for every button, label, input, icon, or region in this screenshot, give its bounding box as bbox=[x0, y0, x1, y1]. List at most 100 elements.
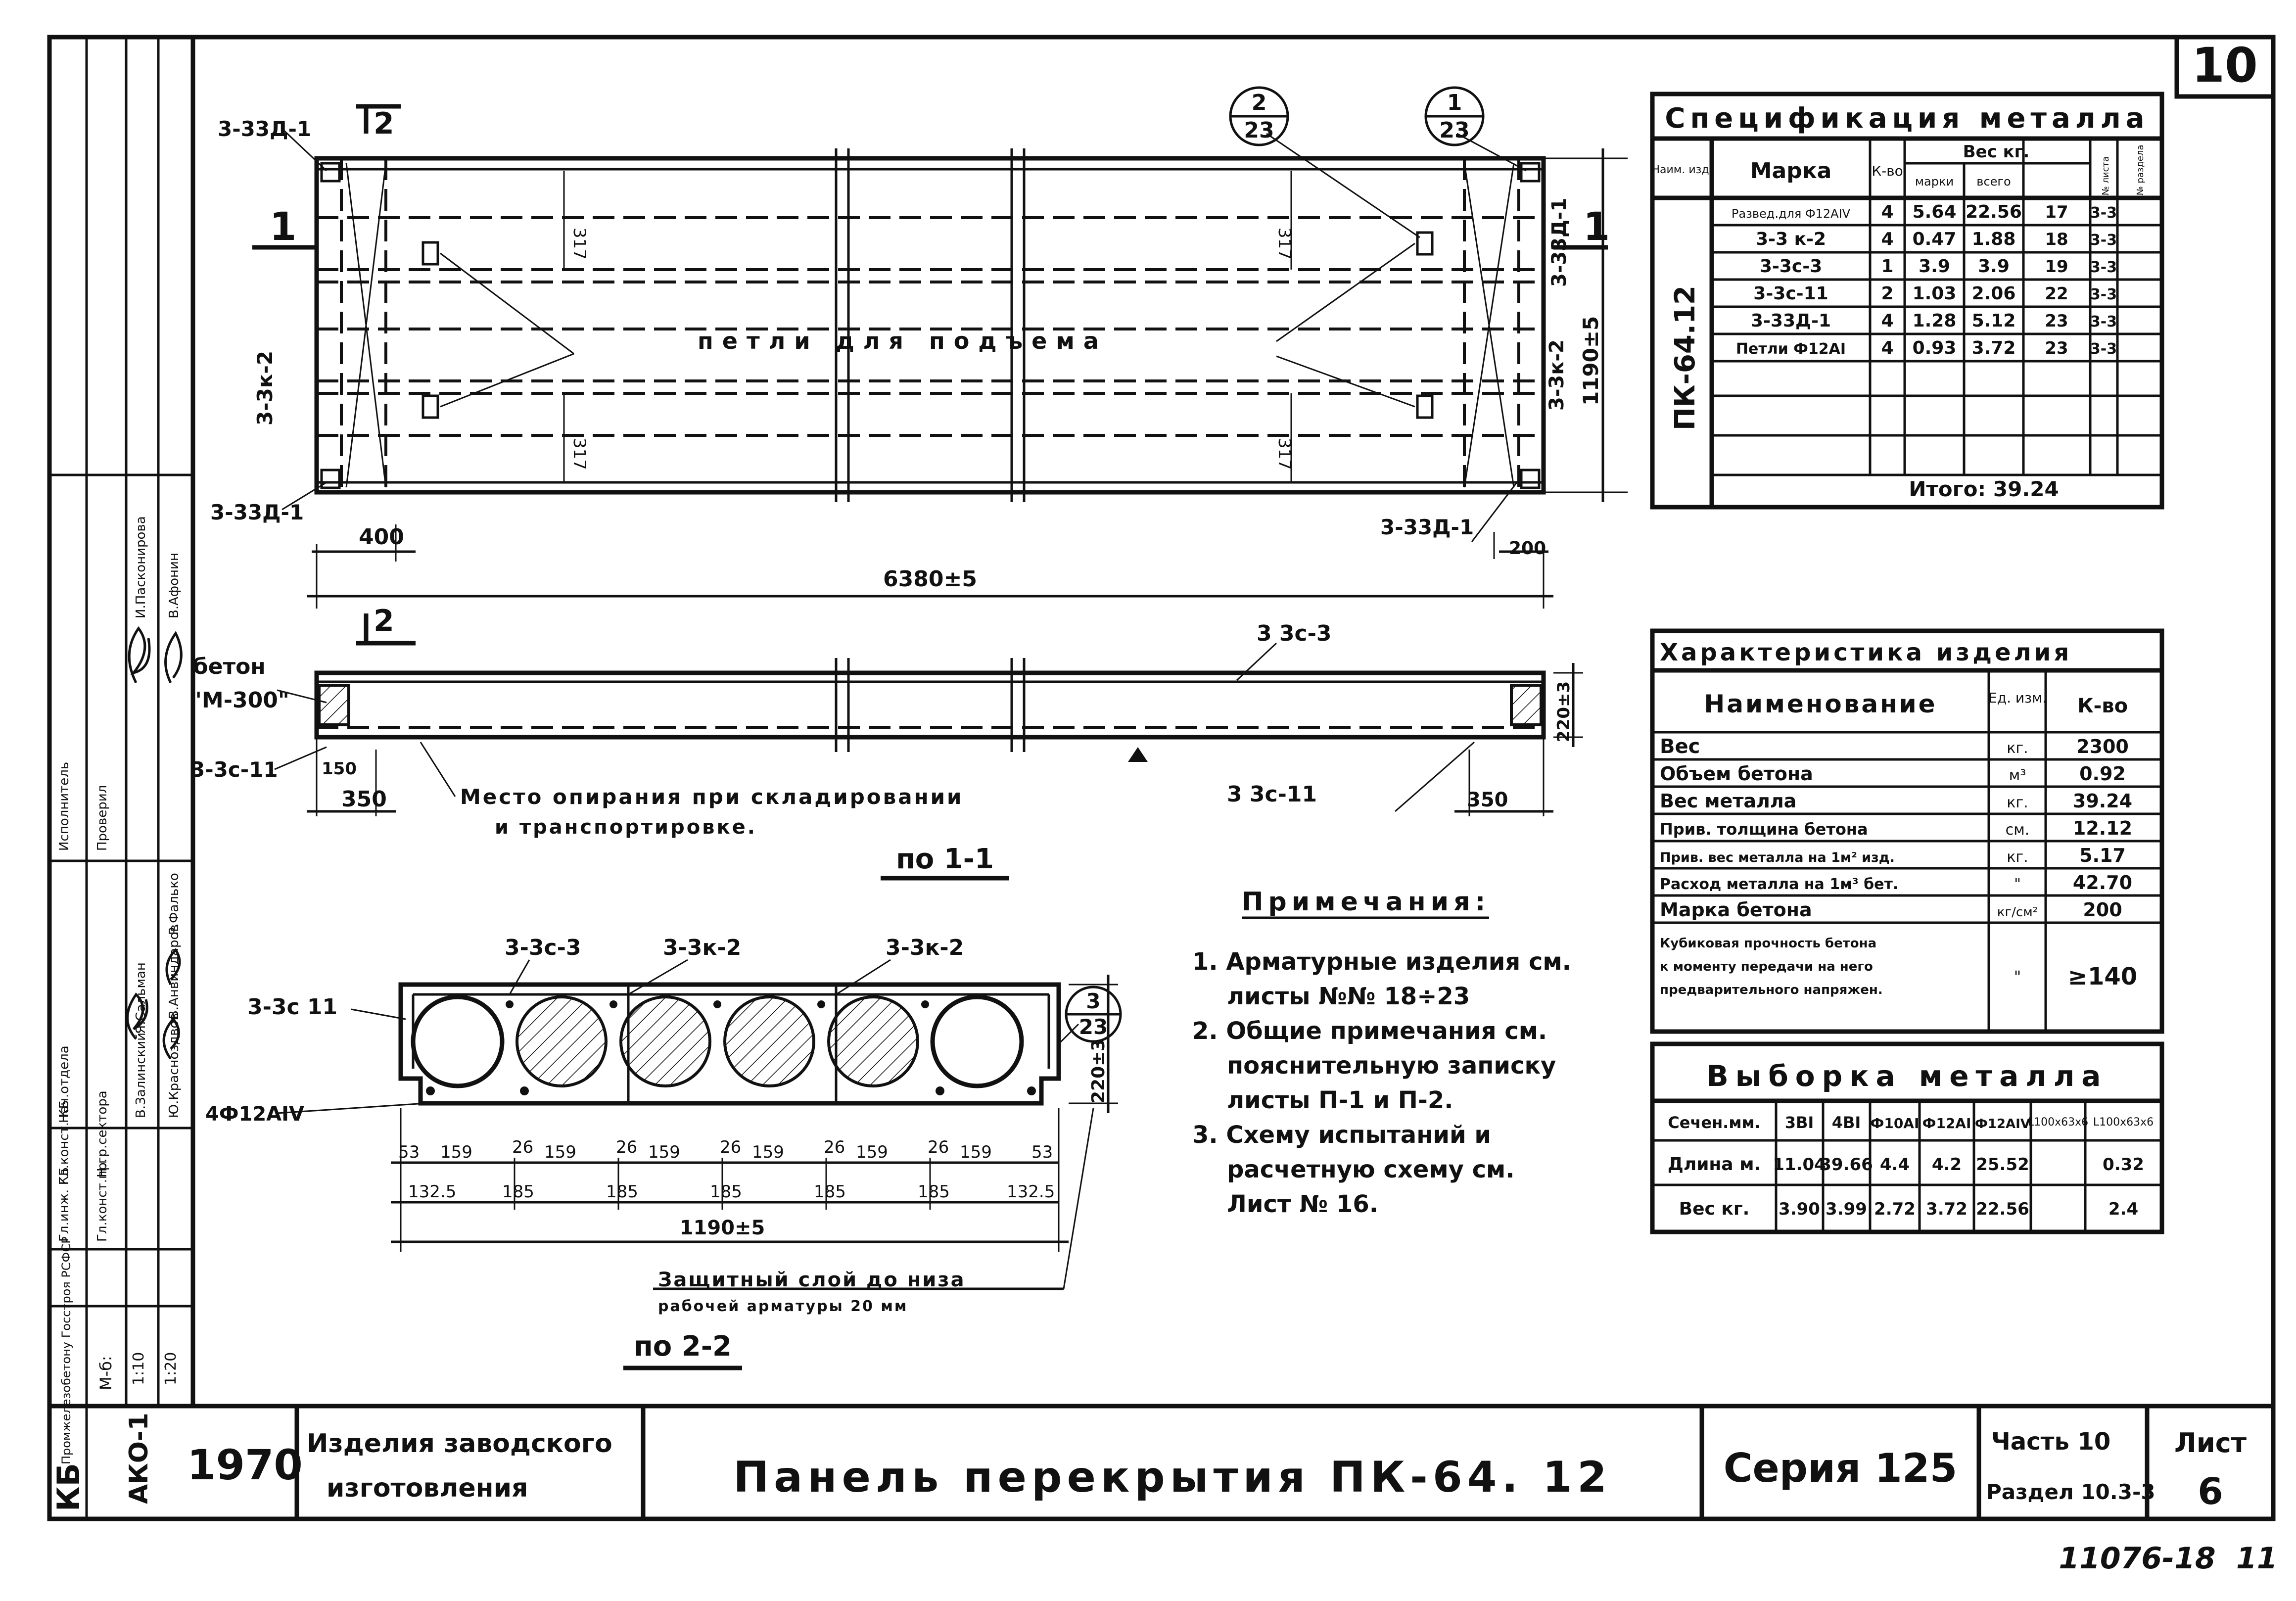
svg-text:Развед.для Ф12АIV: Развед.для Ф12АIV bbox=[1732, 207, 1851, 221]
svg-text:22: 22 bbox=[2045, 284, 2068, 304]
callout-a-top: 2 bbox=[1252, 90, 1267, 115]
plan-mark-right2: 3-3к-2 bbox=[1546, 339, 1568, 411]
svg-text:Исполнитель: Исполнитель bbox=[57, 762, 72, 851]
svg-text:В.Афонин: В.Афонин bbox=[167, 553, 182, 618]
svg-text:4.2: 4.2 bbox=[1932, 1155, 1962, 1175]
svg-text:185: 185 bbox=[606, 1182, 638, 1202]
svg-text:0.93: 0.93 bbox=[1913, 338, 1957, 358]
svg-text:26: 26 bbox=[512, 1137, 533, 1157]
org-short: КБ bbox=[50, 1463, 87, 1511]
support-note-2: и транспортировке. bbox=[495, 816, 757, 839]
svg-text:Гл.инж. КБ: Гл.инж. КБ bbox=[57, 1167, 72, 1242]
svg-text:Марка бетона: Марка бетона bbox=[1660, 899, 1812, 921]
char-row-6: Расход металла на 1м³ бет. " 42.70 bbox=[1660, 872, 2132, 894]
svg-text:Вес металла: Вес металла bbox=[1660, 790, 1796, 812]
list-number: 6 bbox=[2198, 1470, 2223, 1513]
char-col-qty: К-во bbox=[2077, 695, 2128, 717]
spec-total: Итого: 39.24 bbox=[1909, 477, 2059, 501]
year: 1970 bbox=[187, 1441, 303, 1489]
series: Серия 125 bbox=[1724, 1445, 1958, 1491]
cover-note-1: Защитный слой до низа bbox=[658, 1269, 966, 1291]
char-row-1: Вес кг. 2300 bbox=[1660, 735, 2129, 758]
sec22-mark-b: 3-3к-2 bbox=[663, 935, 741, 960]
svg-text:м³: м³ bbox=[2009, 767, 2026, 784]
svg-text:185: 185 bbox=[918, 1182, 950, 1202]
sheet-frame bbox=[47, 35, 2276, 1521]
plan-dim-400: 400 bbox=[359, 524, 404, 550]
spec-table bbox=[1650, 92, 2164, 510]
svg-text:3.90: 3.90 bbox=[1779, 1199, 1820, 1219]
callout-b-bottom: 23 bbox=[1439, 118, 1469, 143]
spec-product: ПК-64.12 bbox=[1669, 285, 1701, 430]
spec-row-6: Петли Ф12АI 4 0.93 3.72 23 3-3 bbox=[1736, 338, 2117, 358]
svg-text:кг.: кг. bbox=[2007, 794, 2028, 811]
svg-text:185: 185 bbox=[710, 1182, 742, 1202]
svg-text:2.06: 2.06 bbox=[1972, 283, 2016, 304]
svg-text:Ф12АIV: Ф12АIV bbox=[1975, 1117, 2030, 1131]
dim-317-d: 317 bbox=[1274, 438, 1294, 470]
footer-code: 11076-18 bbox=[2059, 1541, 2215, 1576]
svg-text:3.72: 3.72 bbox=[1972, 338, 2016, 358]
loops-label: петли для подъема bbox=[698, 328, 1108, 354]
callout-c-bottom: 23 bbox=[1079, 1015, 1108, 1039]
concrete-label-2: "М-300" bbox=[190, 688, 289, 713]
char-rows: Вес кг. 2300 Объем бетона м³ 0.92 Вес ме… bbox=[1660, 735, 2137, 997]
char-col-name: Наименование bbox=[1704, 690, 1937, 718]
svg-text:Гл.конст. КБ: Гл.конст. КБ bbox=[57, 1100, 72, 1185]
vyb-title: Выборка металла bbox=[1707, 1059, 2108, 1093]
char-row-4: Прив. толщина бетона см. 12.12 bbox=[1660, 817, 2132, 839]
svg-text:2300: 2300 bbox=[2076, 736, 2129, 757]
left-title-strip bbox=[49, 37, 193, 1519]
spec-rows: Развед.для Ф12АIV 4 5.64 22.56 17 3-3 3-… bbox=[1732, 202, 2117, 358]
char-row-2: Объем бетона м³ 0.92 bbox=[1660, 763, 2126, 785]
vyb-row-length: Длина м. 11.04 39.66 4.4 4.2 25.52 0.32 bbox=[1668, 1154, 2144, 1175]
main-title: Панель перекрытия ПК-64. 12 bbox=[733, 1453, 1612, 1502]
plan-view bbox=[252, 104, 1628, 646]
vyb-header-row: Сечен.мм. 3ВI 4ВI Ф10АI Ф12АI Ф12АIV L10… bbox=[1668, 1113, 2154, 1132]
spec-col-weight: Вес кг. bbox=[1963, 142, 2030, 162]
svg-text:0.32: 0.32 bbox=[2103, 1155, 2144, 1175]
svg-text:159: 159 bbox=[960, 1142, 992, 1162]
svg-text:3-3 к-2: 3-3 к-2 bbox=[1756, 229, 1826, 249]
svg-text:39.24: 39.24 bbox=[2073, 790, 2132, 812]
sec11-dim-350-left: 350 bbox=[341, 787, 387, 812]
title-left-2: изготовления bbox=[327, 1473, 528, 1503]
callout-node-c bbox=[1065, 986, 1122, 1043]
plan-mark-br: 3-33Д-1 bbox=[1380, 515, 1474, 539]
org-name: Промжелезобетону Госстроя РСФСР bbox=[59, 1236, 73, 1464]
svg-text:Нач.отдела: Нач.отдела bbox=[57, 1045, 72, 1123]
note-3-line-3: Лист № 16. bbox=[1227, 1190, 1378, 1218]
plan-dim-length: 6380±5 bbox=[883, 566, 977, 592]
spec-row-1: Развед.для Ф12АIV 4 5.64 22.56 17 3-3 bbox=[1732, 202, 2117, 222]
svg-text:3-3: 3-3 bbox=[2090, 232, 2117, 249]
svg-text:200: 200 bbox=[2083, 899, 2122, 921]
svg-text:26: 26 bbox=[720, 1137, 741, 1157]
svg-text:3.9: 3.9 bbox=[1919, 256, 1950, 277]
sec11-label: по 1-1 bbox=[896, 843, 994, 875]
svg-text:185: 185 bbox=[502, 1182, 534, 1202]
svg-text:Объем бетона: Объем бетона bbox=[1660, 763, 1813, 785]
notes-title: Примечания: bbox=[1242, 887, 1490, 917]
svg-text:159: 159 bbox=[856, 1142, 888, 1162]
sec11-mark-right: 3 3с-11 bbox=[1227, 782, 1317, 807]
svg-text:132.5: 132.5 bbox=[1007, 1182, 1055, 1202]
char-row-8: Кубиковая прочность бетона к моменту пер… bbox=[1660, 936, 2137, 997]
section: Раздел 10.3-3 bbox=[1986, 1480, 2155, 1504]
svg-text:Р.Фалько: Р.Фалько bbox=[167, 873, 182, 935]
plan-mark-bl: 3-33Д-1 bbox=[210, 500, 304, 524]
char-row-5: Прив. вес металла на 1м² изд. кг. 5.17 bbox=[1660, 845, 2126, 866]
svg-text:25.52: 25.52 bbox=[1976, 1155, 2029, 1175]
plan-cut1-right: 1 bbox=[1583, 205, 1610, 249]
spec-col-list: № листа bbox=[2101, 156, 2111, 195]
svg-text:В.Залинский: В.Залинский bbox=[134, 1033, 148, 1118]
svg-text:≥140: ≥140 bbox=[2068, 963, 2137, 990]
album-code: АКО-1 bbox=[124, 1413, 154, 1504]
spec-col-izd: Наим. изд. bbox=[1651, 164, 1712, 176]
sheet-number-top: 10 bbox=[2192, 38, 2258, 93]
svg-text:22.56: 22.56 bbox=[1966, 202, 2022, 222]
svg-text:39.66: 39.66 bbox=[1820, 1155, 1873, 1175]
svg-text:1: 1 bbox=[1881, 256, 1893, 277]
svg-text:4: 4 bbox=[1881, 229, 1893, 249]
plan-mark-tl: 3-33Д-1 bbox=[218, 117, 311, 141]
plan-dim-200: 200 bbox=[1509, 538, 1546, 559]
